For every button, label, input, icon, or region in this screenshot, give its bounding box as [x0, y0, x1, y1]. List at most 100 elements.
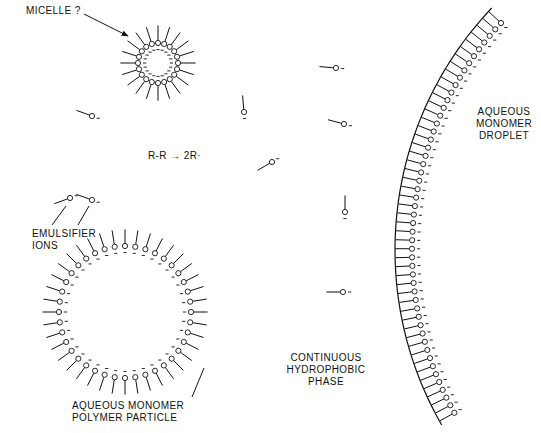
emulsifier-ion — [418, 126, 441, 134]
emulsifier-ion — [76, 194, 99, 202]
emulsifier-ion — [397, 280, 422, 285]
emulsifier-ion — [328, 120, 352, 127]
hydrophobic-tail — [67, 361, 77, 371]
emulsifier-ion — [396, 238, 421, 243]
hydrophobic-tail — [437, 85, 449, 92]
hydrophobic-tail — [146, 27, 151, 41]
ionic-head — [341, 121, 346, 126]
negative-charge — [428, 165, 431, 166]
hydrophobic-tail — [190, 333, 203, 337]
emulsifier-ion — [146, 27, 155, 50]
emulsifier-ion — [167, 41, 188, 55]
negative-charge — [169, 67, 172, 68]
emulsifier-ion — [170, 60, 196, 65]
hydrophobic-tail — [402, 317, 416, 320]
hydrophobic-tail — [146, 84, 151, 98]
negative-charge — [421, 198, 424, 199]
emulsifier-ion — [122, 67, 147, 75]
emulsifier-ion — [398, 203, 423, 208]
ionic-head — [433, 372, 438, 377]
hydrophobic-tail — [179, 70, 193, 75]
negative-charge — [150, 364, 153, 365]
negative-charge — [164, 73, 167, 74]
ionic-head — [144, 77, 149, 82]
negative-charge — [417, 257, 420, 258]
negative-charge — [182, 302, 185, 303]
negative-charge — [75, 195, 78, 196]
negative-charge — [67, 293, 70, 294]
emulsifier-ion — [183, 309, 208, 314]
emulsifier-ion — [171, 263, 191, 277]
emulsifier-ion — [155, 76, 160, 100]
hydrophobic-tail — [43, 299, 57, 301]
negative-charge — [460, 88, 463, 89]
negative-charge — [343, 218, 346, 219]
negative-charge — [142, 255, 145, 256]
negative-charge — [176, 285, 179, 286]
hydrophobic-tail — [136, 380, 138, 394]
negative-charge — [167, 70, 170, 71]
emulsifier-ion — [150, 238, 162, 259]
negative-charge — [88, 360, 91, 361]
negative-charge — [146, 55, 149, 56]
emulsifier-ion — [428, 387, 451, 397]
negative-charge — [243, 118, 246, 119]
ionic-head — [135, 60, 140, 65]
ionic-head — [102, 247, 107, 252]
ionic-head — [462, 68, 467, 73]
hydrophobic-tail — [396, 275, 410, 276]
negative-charge — [165, 269, 168, 270]
hydrophobic-tail — [421, 375, 434, 380]
emulsifier-ion — [158, 360, 173, 379]
ionic-head — [430, 364, 435, 369]
hydrophobic-tail — [58, 263, 69, 271]
free-ions — [54, 65, 352, 294]
negative-charge — [349, 125, 352, 126]
emulsifier-ion — [112, 230, 117, 253]
negative-charge — [105, 368, 108, 369]
hydrophobic-tail — [441, 77, 453, 84]
ionic-head — [410, 238, 415, 243]
emulsifier-ion — [401, 306, 425, 312]
ionic-head — [476, 47, 481, 52]
ionic-head — [143, 372, 148, 377]
hydrophobic-tail — [407, 160, 421, 164]
ionic-head — [448, 403, 453, 408]
hydrophobic-tail — [186, 275, 198, 281]
negative-charge — [430, 157, 433, 158]
ionic-head — [69, 348, 74, 353]
negative-charge — [96, 364, 99, 365]
droplet-boundary — [395, 8, 492, 425]
emulsifier-ion — [397, 212, 422, 217]
negative-charge — [445, 118, 448, 119]
negative-charge — [146, 70, 149, 71]
ionic-head — [188, 320, 193, 325]
emulsifier-ion — [43, 299, 68, 304]
negative-charge — [276, 158, 279, 159]
ionic-head — [136, 54, 141, 59]
hydrophobic-tail — [440, 414, 452, 421]
negative-charge — [171, 346, 174, 347]
hydrophobic-tail — [76, 245, 84, 256]
ionic-head — [161, 256, 166, 261]
negative-charge — [444, 379, 447, 380]
ionic-head — [92, 368, 97, 373]
negative-charge — [440, 371, 443, 372]
hydrophobic-tail — [46, 333, 59, 337]
hydrophobic-tail — [417, 367, 430, 372]
emulsifier-ion — [128, 71, 149, 85]
ionic-head — [445, 98, 450, 103]
negative-charge — [424, 315, 427, 316]
ionic-head — [56, 309, 61, 314]
hydrophobic-tail — [165, 367, 173, 378]
emulsifier-ion — [46, 330, 70, 338]
hydrophobic-tail — [398, 292, 412, 294]
emulsifier-ion — [400, 195, 425, 200]
emulsifier-ion — [342, 195, 347, 218]
negative-charge — [341, 68, 344, 69]
negative-charge — [167, 55, 170, 56]
ionic-head — [162, 79, 167, 84]
emulsifier-ion — [403, 177, 427, 183]
negative-charge — [169, 58, 172, 59]
